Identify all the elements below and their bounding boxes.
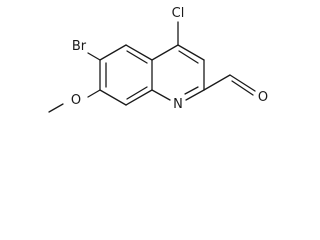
bond-c4-c3-double xyxy=(178,50,199,64)
bond-c5-c6 xyxy=(99,44,127,61)
atom-label-ether-oxygen: O xyxy=(71,93,81,108)
bond-c4a-c5 xyxy=(125,44,153,61)
bond-c8-c8a xyxy=(125,89,153,106)
bond-c4a-c4 xyxy=(151,44,179,61)
bond-cho-o-double xyxy=(231,80,254,96)
chemical-structure-diagram: Cl Br O N O xyxy=(48,6,268,113)
bond-n1-c8a xyxy=(151,89,171,101)
bond-cho-o xyxy=(229,74,256,92)
bond-c7-o xyxy=(87,89,101,98)
bond-c2-n1 xyxy=(185,89,205,101)
bond-c4-c3 xyxy=(177,44,205,61)
atom-label-bromine: Br xyxy=(72,39,87,54)
bond-c4a-c5-double xyxy=(126,50,148,64)
bond-o-methyl xyxy=(48,103,64,113)
bond-c2-n1-double xyxy=(184,86,199,95)
atom-label-chlorine: Cl xyxy=(172,6,185,21)
atom-label-carbonyl-oxygen: O xyxy=(258,90,268,105)
bond-c8-c8a-double xyxy=(126,86,148,100)
atom-label-ring-nitrogen: N xyxy=(173,97,183,112)
bond-c7-c8 xyxy=(99,89,127,106)
bond-c2-cho xyxy=(203,74,231,91)
bond-c6-br xyxy=(87,52,101,61)
